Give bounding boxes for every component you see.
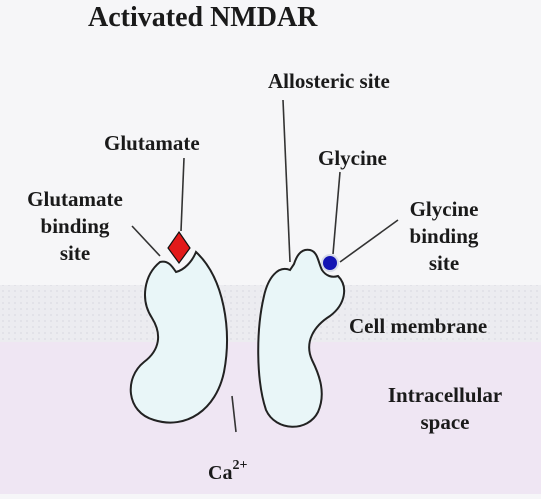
- glutamate-binding-site-line-1: Glutamate: [27, 187, 123, 211]
- calcium-symbol: Ca: [208, 462, 233, 484]
- allosteric-site-label: Allosteric site: [268, 69, 390, 93]
- page-title: Activated NMDAR: [88, 2, 318, 33]
- glycine-binding-site-line-2: binding: [409, 224, 479, 248]
- glutamate-ligand: [167, 230, 191, 265]
- intracellular-space-line-2: space: [420, 410, 470, 434]
- glutamate-binding-site-line-3: site: [59, 241, 91, 265]
- right-subunit: [257, 248, 346, 428]
- extracellular-region: [0, 0, 541, 285]
- glycine-binding-site-line-1: Glycine: [409, 197, 479, 221]
- glutamate-binding-site-leader: [131, 225, 161, 257]
- cell-membrane-label: Cell membrane: [349, 314, 488, 338]
- glycine-leader: [332, 171, 341, 255]
- leader-lines: [131, 99, 399, 433]
- allosteric-site-leader: [282, 99, 291, 263]
- intracellular-space-line-1: Intracellular: [387, 383, 503, 407]
- calcium-charge: 2+: [232, 458, 248, 473]
- calcium-ion-label: Ca2+: [208, 452, 247, 487]
- glycine-binding-site-leader: [339, 219, 399, 263]
- glycine-binding-site-line-3: site: [428, 251, 460, 275]
- glutamate-binding-site-label: Glutamate binding site: [14, 186, 136, 267]
- intracellular-space-label: Intracellular space: [360, 382, 530, 436]
- glycine-label: Glycine: [318, 146, 387, 170]
- glutamate-label: Glutamate: [104, 131, 200, 155]
- glycine-binding-site-label: Glycine binding site: [388, 196, 500, 277]
- calcium-flow-leader: [231, 395, 237, 433]
- glutamate-leader: [180, 157, 185, 232]
- glutamate-binding-site-line-2: binding: [40, 214, 110, 238]
- glycine-ligand: [321, 254, 339, 272]
- left-subunit: [129, 250, 228, 424]
